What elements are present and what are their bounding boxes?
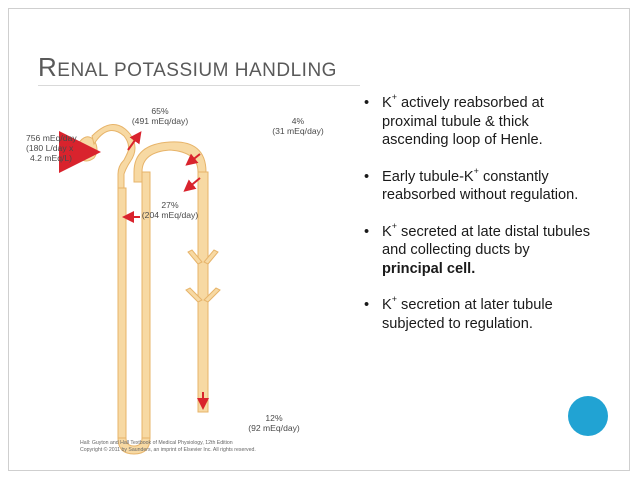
proximal-tubule xyxy=(91,124,136,189)
input-label-2: (180 L/day x xyxy=(26,143,74,153)
bullet-sup: + xyxy=(473,165,479,176)
proximal-reabsorption-arrow xyxy=(127,131,142,151)
input-label-3: 4.2 mEq/L) xyxy=(30,153,72,163)
duct-branch-3 xyxy=(185,287,203,303)
bullet-k: K xyxy=(382,297,392,313)
bullet-dot: • xyxy=(364,223,370,240)
duct-branch-2 xyxy=(203,249,219,265)
slide-frame xyxy=(8,8,630,471)
proximal-percent: 65% xyxy=(151,106,169,116)
bullet-sup: + xyxy=(391,294,397,305)
bullet-text: secretion at later tubule subjected to r… xyxy=(382,297,553,332)
bullet-list: • K+ actively reabsorbed at proximal tub… xyxy=(362,92,594,351)
ascending-limb xyxy=(141,171,151,439)
bullet-text: secreted at late distal tubules and coll… xyxy=(382,223,591,259)
distal-secretion-arrow-1 xyxy=(185,153,201,166)
bullet-item: • K+ secretion at later tubule subjected… xyxy=(362,294,594,333)
bullet-k: K xyxy=(382,223,392,240)
source-credit-1: Hall: Guyton and Hall Textbook of Medica… xyxy=(80,440,233,446)
bullet-dot: • xyxy=(364,168,370,185)
duct-branch-1 xyxy=(187,249,203,265)
bullet-item: • K+ actively reabsorbed at proximal tub… xyxy=(362,92,594,150)
bullet-text: constantly reabsorbed without regulation… xyxy=(382,168,579,204)
descending-limb xyxy=(117,187,127,439)
bullet-sup: + xyxy=(391,92,397,103)
nephron-tubule xyxy=(77,124,221,455)
bullet-k: K xyxy=(382,95,392,111)
bullet-text: actively reabsorbed at proximal tubule &… xyxy=(382,95,544,148)
title-divider xyxy=(38,85,360,86)
slide-title: RENAL POTASSIUM HANDLING xyxy=(38,52,337,83)
bullet-dot: • xyxy=(364,297,370,313)
bullet-item: • Early tubule-K+ constantly reabsorbed … xyxy=(362,165,594,205)
distal-secretion-arrow-2 xyxy=(183,177,201,192)
distal-percent: 4% xyxy=(292,116,305,126)
nephron-diagram: 756 mEq/day (180 L/day x 4.2 mEq/L) 65% … xyxy=(20,92,360,470)
collecting-duct xyxy=(197,171,209,413)
output-percent: 12% xyxy=(265,413,283,423)
duct-branch-4 xyxy=(203,287,221,303)
output-amount: (92 mEq/day) xyxy=(248,423,300,433)
distal-amount: (31 mEq/day) xyxy=(272,126,324,136)
slide-title-initial: R xyxy=(38,52,58,82)
accent-circle xyxy=(568,396,608,436)
bullet-sup: + xyxy=(391,220,397,231)
loop-amount: (204 mEq/day) xyxy=(142,210,199,220)
flow-arrows xyxy=(59,131,209,410)
nephron-svg: 756 mEq/day (180 L/day x 4.2 mEq/L) 65% … xyxy=(26,106,324,455)
slide-title-rest: ENAL POTASSIUM HANDLING xyxy=(57,60,337,81)
input-label-1: 756 mEq/day xyxy=(26,133,77,143)
loop-percent: 27% xyxy=(161,200,179,210)
bullet-pre: Early tubule-K xyxy=(382,168,474,185)
bullet-bold: principal cell. xyxy=(382,260,476,277)
source-credit-2: Copyright © 2011 by Saunders, an imprint… xyxy=(80,446,256,453)
proximal-amount: (491 mEq/day) xyxy=(132,116,189,126)
bullet-item: • K+ secreted at late distal tubules and… xyxy=(362,220,594,279)
bullet-dot: • xyxy=(364,95,370,111)
